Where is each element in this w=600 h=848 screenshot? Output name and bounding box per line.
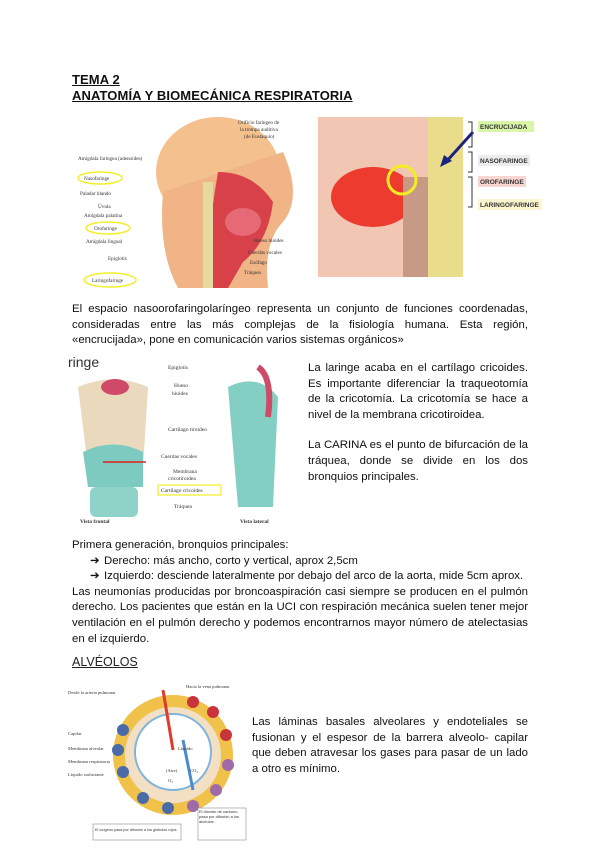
svg-text:Tráquea: Tráquea: [174, 504, 192, 510]
bronchi-section: Primera generación, bronquios principale…: [72, 538, 528, 647]
svg-text:Epiglotis: Epiglotis: [108, 256, 127, 262]
svg-text:Cuerdas vocales: Cuerdas vocales: [161, 454, 197, 460]
svg-text:Nasofaringe: Nasofaringe: [84, 175, 110, 182]
svg-text:Amígdala faríngea (adenoides): Amígdala faríngea (adenoides): [78, 155, 143, 162]
page-title: TEMA 2 ANATOMÍA Y BIOMECÁNICA RESPIRATOR…: [72, 72, 353, 104]
svg-text:Epiglotis: Epiglotis: [168, 365, 188, 371]
svg-text:Membrana alveolar: Membrana alveolar: [68, 746, 104, 751]
alveolus-figure: Desde la arteria pulmonar Hacia la vena …: [68, 684, 247, 841]
svg-text:Orificio faríngeo de: Orificio faríngeo de: [238, 119, 280, 126]
svg-text:Amígdala lingual: Amígdala lingual: [86, 239, 123, 245]
svg-text:LARINGOFARINGE: LARINGOFARINGE: [480, 202, 540, 209]
svg-text:Capilar: Capilar: [68, 731, 82, 736]
svg-text:O₂: O₂: [168, 778, 173, 783]
svg-text:hioides: hioides: [172, 391, 188, 397]
bronchi-intro: Primera generación, bronquios principale…: [72, 539, 289, 551]
svg-text:CO₂: CO₂: [190, 768, 198, 773]
svg-text:la trompa auditiva: la trompa auditiva: [240, 127, 278, 133]
svg-text:Hueso hioides: Hueso hioides: [254, 238, 284, 244]
title-line-1: TEMA 2: [72, 72, 120, 87]
svg-text:Orofaringe: Orofaringe: [94, 225, 117, 232]
svg-text:OROFARINGE: OROFARINGE: [480, 179, 524, 186]
svg-text:Hueso: Hueso: [174, 383, 188, 389]
intro-paragraph: El espacio nasoorofaringolaríngeo repres…: [72, 303, 528, 347]
svg-text:Membrana respiratoria: Membrana respiratoria: [68, 759, 110, 764]
svg-text:Líquido: Líquido: [178, 746, 193, 751]
arrow-bullet-icon: ➔: [90, 554, 100, 567]
svg-text:Cartílago cricoides: Cartílago cricoides: [161, 488, 203, 494]
svg-text:(Aire): (Aire): [166, 768, 178, 773]
title-line-2: ANATOMÍA Y BIOMECÁNICA RESPIRATORIA: [72, 88, 353, 103]
larynx-text: La laringe acaba en el cartílago cricoid…: [308, 361, 528, 485]
carina-paragraph: La CARINA es el punto de bifurcación de …: [308, 439, 528, 483]
larynx-figure: ringe Epiglotis Hueso hioides Cartílago …: [68, 357, 278, 525]
svg-text:Laringofaringe: Laringofaringe: [92, 277, 124, 284]
svg-text:Cuerdas vocales: Cuerdas vocales: [248, 250, 282, 256]
svg-text:El oxígeno pasa por difusión a: El oxígeno pasa por difusión a los glóbu…: [95, 828, 177, 832]
svg-text:cricotiroidea: cricotiroidea: [168, 476, 196, 482]
svg-text:Líquido surfactante: Líquido surfactante: [68, 772, 104, 777]
svg-text:NASOFARINGE: NASOFARINGE: [480, 158, 528, 165]
pharynx-sagittal-figure: ENCRUCIJADA NASOFARINGE OROFARINGE LARIN…: [318, 117, 542, 277]
section-heading-alveolos: ALVÉOLOS: [72, 655, 138, 669]
svg-text:Desde la arteria pulmonar: Desde la arteria pulmonar: [68, 690, 116, 695]
svg-text:ENCRUCIJADA: ENCRUCIJADA: [480, 124, 528, 131]
pneumonia-paragraph: Las neumonías producidas por broncoaspir…: [72, 585, 528, 645]
svg-text:Vista frontal: Vista frontal: [80, 519, 110, 525]
bullet-item-left: ➔Izquierdo: desciende lateralmente por d…: [84, 569, 528, 585]
svg-text:Paladar blando: Paladar blando: [80, 191, 111, 197]
svg-text:Membrana: Membrana: [173, 469, 197, 475]
svg-text:Tráquea: Tráquea: [244, 270, 262, 276]
svg-text:Cartílago tiroideo: Cartílago tiroideo: [168, 427, 207, 433]
larynx-paragraph: La laringe acaba en el cartílago cricoid…: [308, 362, 528, 421]
svg-text:Esófago: Esófago: [250, 259, 267, 266]
svg-text:Hacia la vena pulmonar: Hacia la vena pulmonar: [186, 684, 230, 689]
bullet-item-right: ➔Derecho: más ancho, corto y vertical, a…: [84, 554, 528, 570]
svg-text:Vista lateral: Vista lateral: [240, 519, 269, 525]
head-anatomy-figure: Amígdala faríngea (adenoides) Nasofaring…: [77, 117, 293, 288]
svg-text:ringe: ringe: [68, 357, 99, 370]
svg-text:(de Eustaquio): (de Eustaquio): [244, 133, 275, 140]
alveolos-paragraph: Las láminas basales alveolares y endotel…: [252, 716, 528, 775]
arrow-bullet-icon: ➔: [90, 570, 100, 583]
svg-text:Amígdala palatina: Amígdala palatina: [84, 213, 123, 219]
svg-text:Úvula: Úvula: [98, 202, 111, 210]
